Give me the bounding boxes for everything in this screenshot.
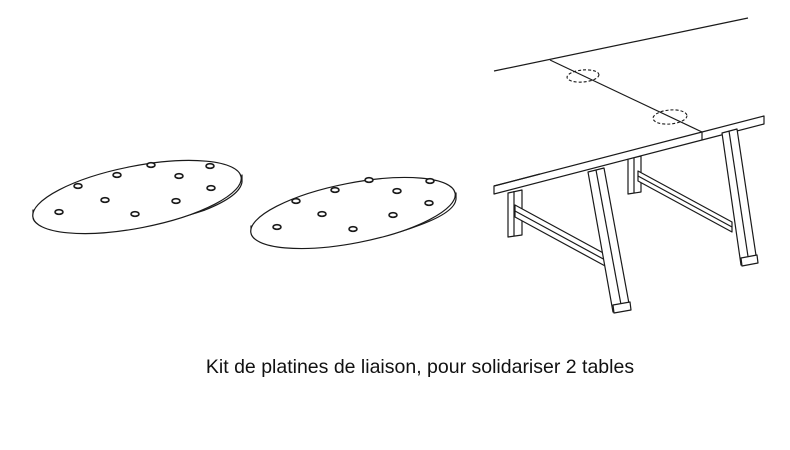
connection-plate-right xyxy=(250,176,457,250)
plate-holes xyxy=(272,176,435,233)
connection-plate-left xyxy=(32,159,243,235)
plate-holes xyxy=(54,161,216,218)
caption: Kit de platines de liaison, pour solidar… xyxy=(205,356,635,378)
table-leg-rear xyxy=(627,155,733,233)
table-leg-front-left xyxy=(507,167,632,314)
tabletop xyxy=(493,17,765,195)
table-leg-front-right xyxy=(721,128,759,267)
joined-tables xyxy=(493,17,765,314)
